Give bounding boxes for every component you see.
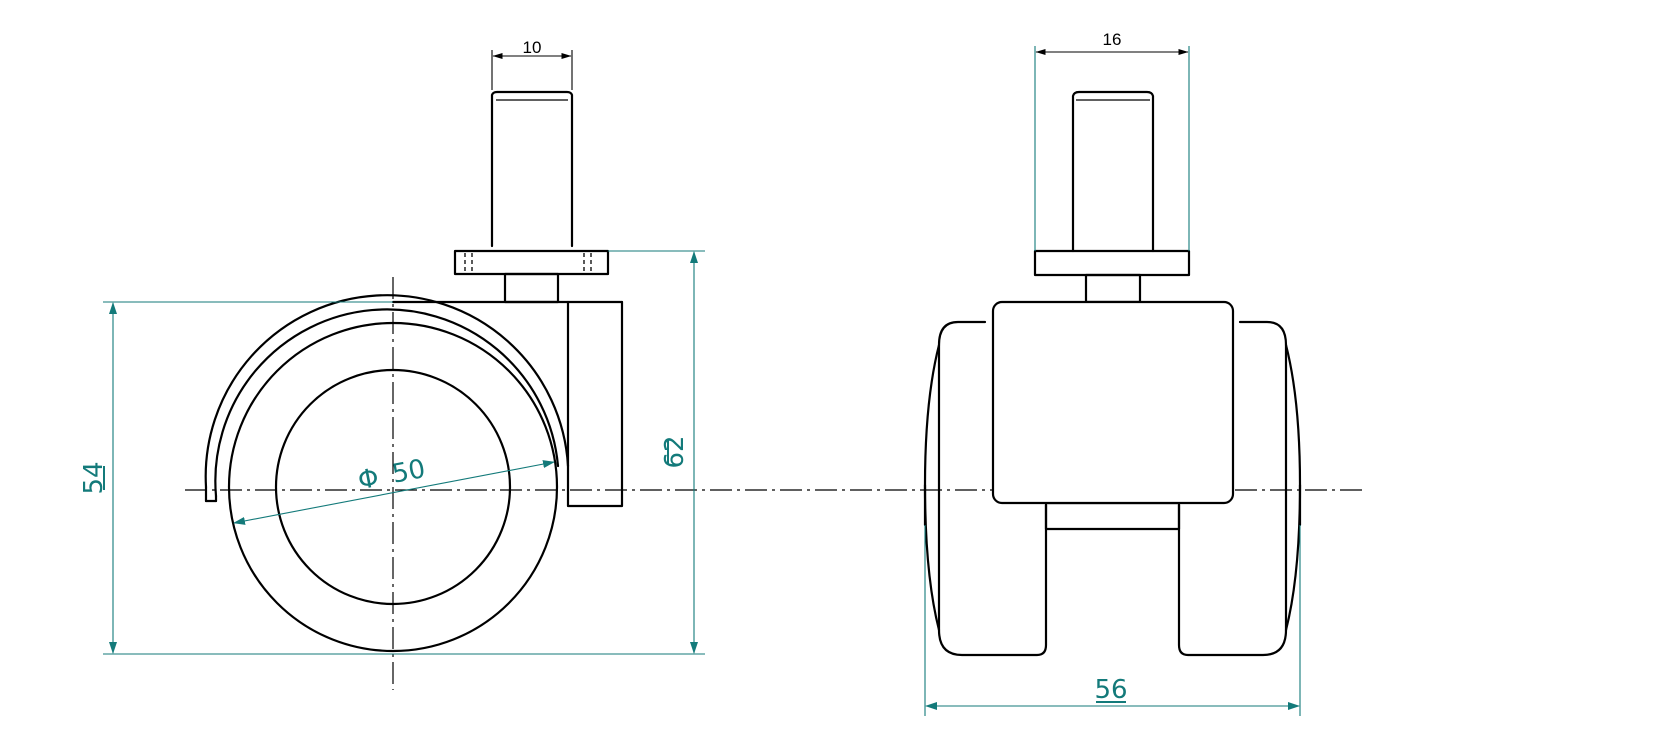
side-view	[204, 90, 624, 690]
dimension-label-stem-width: 10	[523, 38, 542, 57]
side-hood	[204, 294, 570, 503]
dimension-label-plate-width: 16	[1103, 30, 1122, 49]
side-mounting-plate	[453, 249, 610, 276]
front-left-wheel	[923, 320, 1048, 657]
front-right-wheel	[1177, 320, 1302, 657]
front-housing	[991, 300, 1235, 505]
side-housing-bracket	[566, 300, 624, 508]
dimension-total-width: 56	[924, 525, 1301, 716]
dimension-label-overall-height: 62	[660, 435, 690, 468]
dimension-label-diameter-symbol: Φ	[356, 463, 382, 496]
dimension-plate-width: 16	[1034, 30, 1190, 251]
dimension-wheel-diameter: Φ 50	[233, 454, 555, 525]
front-axle-block	[1044, 501, 1181, 531]
front-neck	[1084, 273, 1142, 304]
side-neck	[503, 272, 560, 304]
side-stem	[490, 90, 574, 248]
dimension-wheel-height: 54	[79, 301, 393, 655]
dimension-label-wheel-diameter: 50	[390, 454, 428, 490]
front-view	[923, 90, 1302, 657]
front-mounting-plate	[1033, 249, 1191, 277]
dimension-stem-width: 10	[491, 38, 573, 90]
dimension-overall-height: 62	[393, 250, 705, 655]
dimension-label-total-width: 56	[1094, 675, 1127, 705]
front-stem	[1071, 90, 1155, 253]
